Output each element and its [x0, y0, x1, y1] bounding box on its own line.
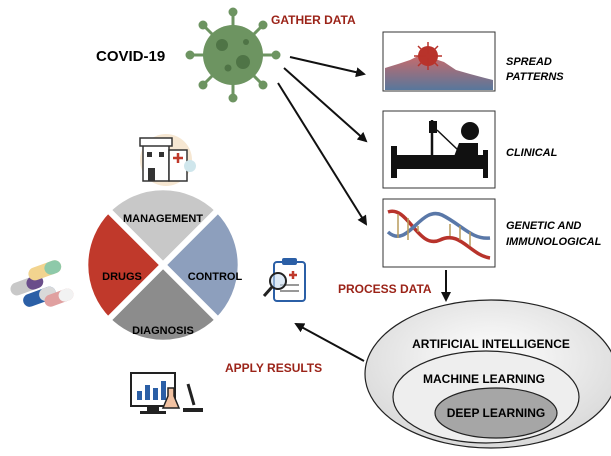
- source-2-line1: CLINICAL: [506, 147, 558, 159]
- hospital-bed-icon: [391, 120, 488, 178]
- genetic-box: [382, 198, 496, 268]
- source-1-line2: PATTERNS: [506, 71, 564, 83]
- dl-label: DEEP LEARNING: [447, 406, 545, 420]
- drugs-label: DRUGS: [102, 271, 142, 283]
- management-label: MANAGEMENT: [123, 213, 203, 225]
- control-segment: [158, 205, 244, 325]
- clinical-box: [382, 110, 496, 189]
- lab-monitor-icon: [130, 372, 203, 414]
- source-1-line1: SPREAD: [506, 56, 552, 68]
- apply-arrow: [294, 323, 365, 362]
- pills-icon: [10, 260, 74, 307]
- dl-ellipse: [434, 387, 558, 439]
- source-3-line1: GENETIC AND: [506, 220, 581, 232]
- drugs-segment: [82, 205, 168, 325]
- gather-data-label: GATHER DATA: [271, 13, 356, 27]
- ai-ellipses: [364, 299, 611, 449]
- title: COVID-19: [96, 48, 165, 65]
- source-3-line2: IMMUNOLOGICAL: [506, 236, 602, 248]
- application-wheel: [82, 184, 244, 346]
- diagnosis-label: DIAGNOSIS: [132, 325, 194, 337]
- dna-icon: [386, 209, 491, 260]
- control-label: CONTROL: [188, 271, 243, 283]
- apply-results-label: APPLY RESULTS: [225, 361, 322, 375]
- spread-patterns-box: [382, 31, 496, 92]
- clipboard-magnifier-icon: [262, 258, 306, 302]
- management-segment: [103, 184, 223, 270]
- process-data-label: PROCESS DATA: [338, 282, 432, 296]
- ml-label: MACHINE LEARNING: [423, 372, 545, 386]
- spread-chart-icon: [385, 55, 493, 90]
- ai-label: ARTIFICIAL INTELLIGENCE: [412, 337, 570, 351]
- virus-spread-icon: [414, 42, 442, 70]
- hospital-icon: [139, 134, 196, 186]
- diagnosis-segment: [103, 260, 223, 346]
- virus-icon: [185, 7, 281, 103]
- gather-arrows: [277, 56, 368, 226]
